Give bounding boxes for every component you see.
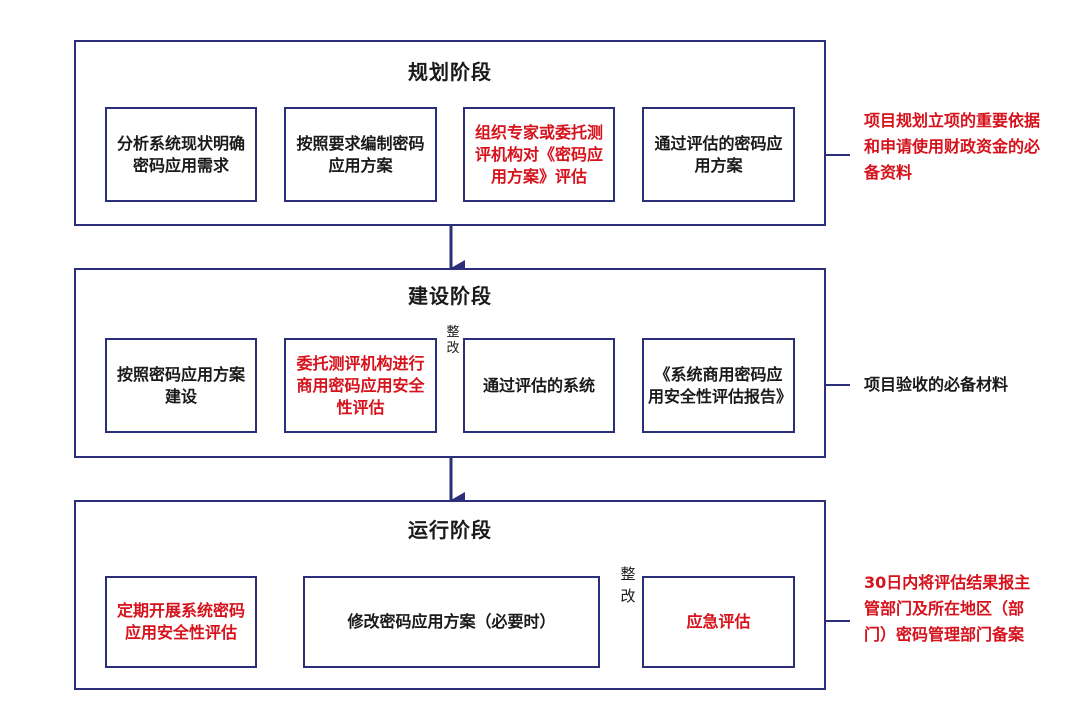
run-step-periodic-eval: 定期开展系统密码应用安全性评估 [105,576,257,668]
build-step-eval-report: 《系统商用密码应用安全性评估报告》 [642,338,795,433]
stage-construction-title: 建设阶段 [408,284,492,308]
run-step-emergency-eval: 应急评估 [642,576,795,668]
stage-planning-title: 规划阶段 [408,60,492,84]
stage-operation-title: 运行阶段 [408,518,492,542]
build-step-approved-system: 通过评估的系统 [463,338,615,433]
run-loop-label: 整改 [620,565,636,605]
build-step-construct: 按照密码应用方案建设 [105,338,257,433]
plan-outcome: 项目规划立项的重要依据和申请使用财政资金的必备资料 [864,111,1041,182]
plan-step-evaluate: 组织专家或委托测评机构对《密码应用方案》评估 [463,107,615,202]
build-step-security-eval: 委托测评机构进行商用密码应用安全性评估 [284,338,437,433]
run-outcome: 30日内将评估结果报主管部门及所在地区（部门）密码管理部门备案 [864,573,1031,644]
build-outcome: 项目验收的必备材料 [864,375,1009,394]
plan-step-approved-scheme: 通过评估的密码应用方案 [642,107,795,202]
plan-step-compile: 按照要求编制密码应用方案 [284,107,437,202]
build-loop-label: 整改 [446,325,460,356]
plan-step-analyze: 分析系统现状明确密码应用需求 [105,107,257,202]
run-step-modify-scheme: 修改密码应用方案（必要时） [303,576,600,668]
